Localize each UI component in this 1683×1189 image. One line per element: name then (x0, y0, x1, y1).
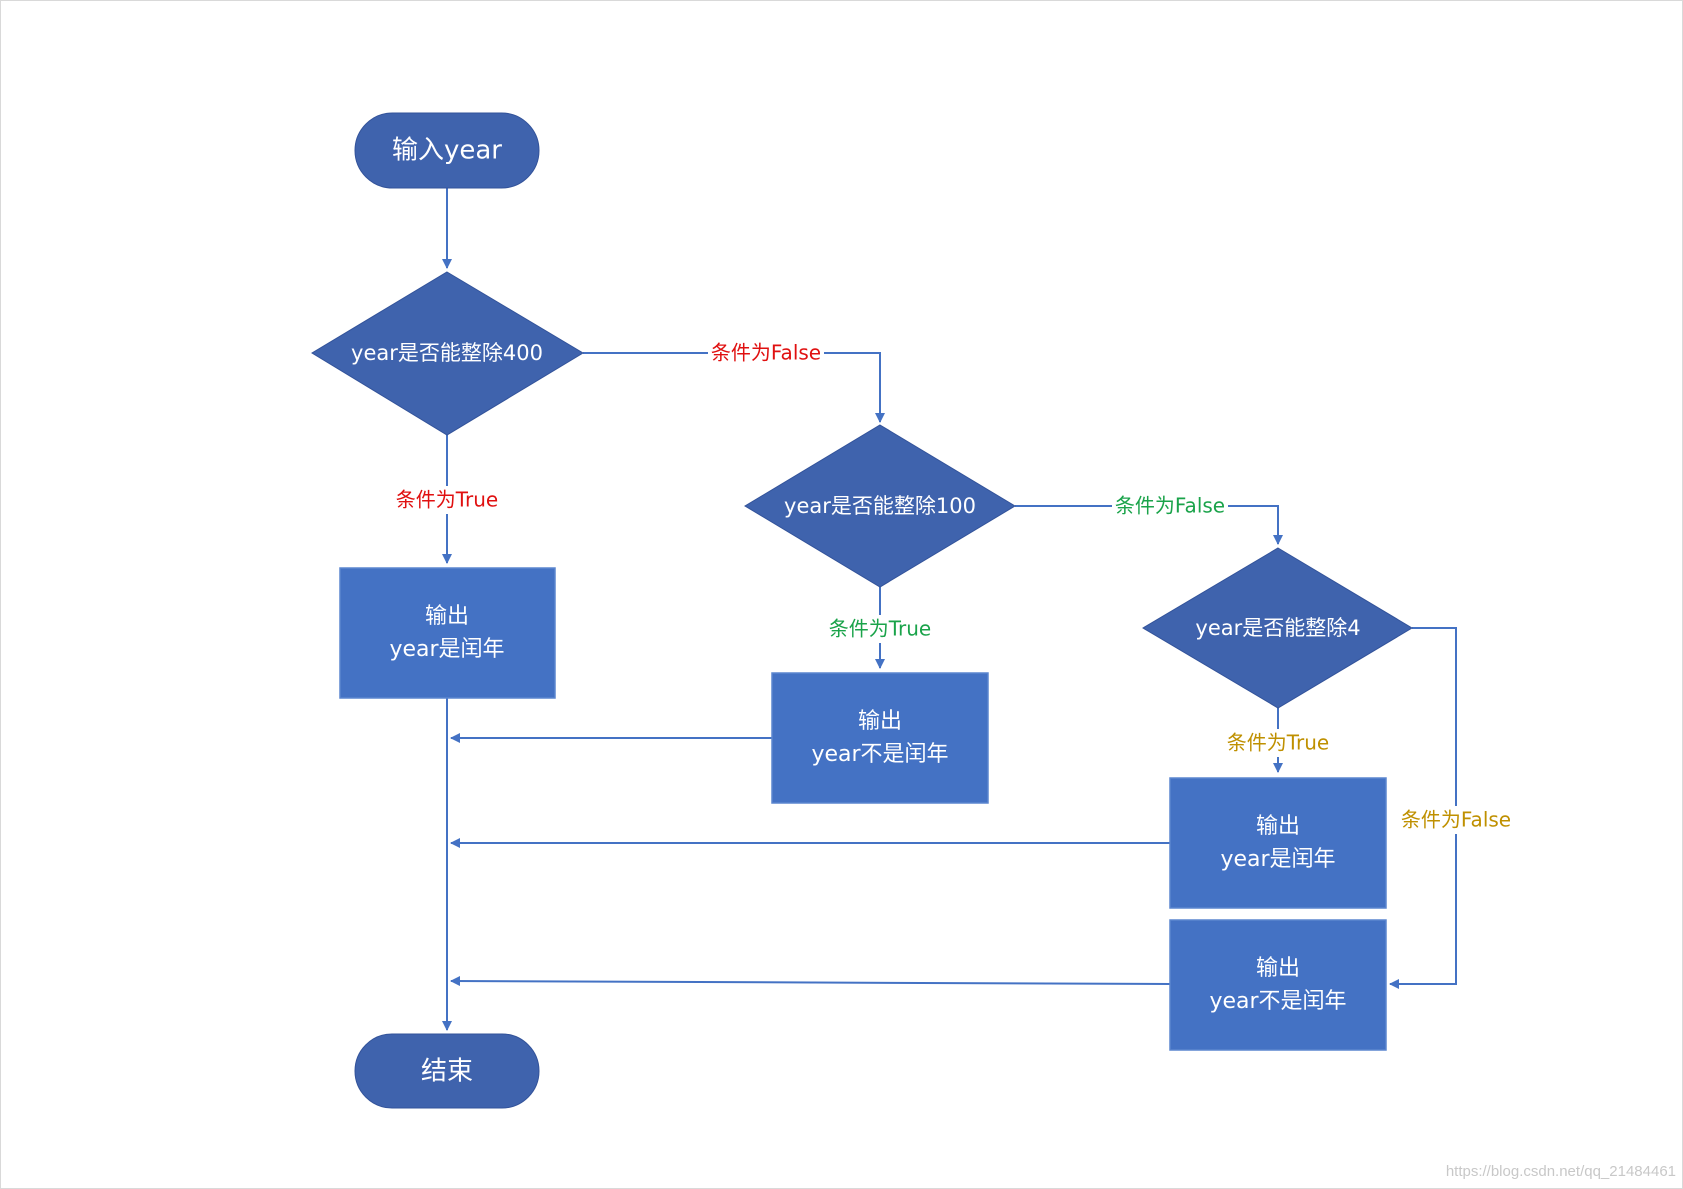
decision-divisible-100: year是否能整除100 (744, 424, 1016, 588)
decision-400-label: year是否能整除400 (351, 341, 543, 365)
end-label: 结束 (421, 1057, 473, 1087)
output-not-leap-2-line1: 输出 (1256, 956, 1300, 981)
output-not-leap-1-line1: 输出 (858, 709, 902, 734)
decision-100-label: year是否能整除100 (784, 494, 976, 518)
process-output-not-leap-1: 输出 year不是闰年 (771, 672, 989, 804)
label-check400-false: 条件为False (711, 341, 821, 365)
edge-labels: 条件为False 条件为True 条件为False 条件为True 条件为Tru… (392, 339, 1514, 834)
start-label: 输入year (392, 136, 502, 166)
decision-divisible-4: year是否能整除4 (1142, 547, 1413, 709)
label-check100-true: 条件为True (829, 617, 931, 641)
label-check4-false: 条件为False (1401, 808, 1511, 832)
process-output-not-leap-2: 输出 year不是闰年 (1169, 919, 1387, 1051)
edge-check100-false (1015, 505, 1283, 545)
decision-divisible-400: year是否能整除400 (311, 271, 584, 436)
watermark-url: https://blog.csdn.net/qq_21484461 (1446, 1163, 1676, 1180)
edge-not-leap-2-to-trunk (450, 976, 1171, 987)
label-check100-false: 条件为False (1115, 494, 1225, 518)
edge-check400-false (583, 352, 885, 423)
process-output-leap-2: 输出 year是闰年 (1169, 777, 1387, 909)
output-not-leap-1-line2: year不是闰年 (811, 742, 948, 767)
end-terminator: 结束 (354, 1033, 540, 1109)
decision-4-label: year是否能整除4 (1195, 616, 1360, 640)
output-leap-2-line2: year是闰年 (1220, 847, 1335, 872)
output-leap-1-line1: 输出 (425, 604, 469, 629)
label-check400-true: 条件为True (396, 488, 498, 512)
output-leap-2-line1: 输出 (1256, 814, 1300, 839)
start-terminator: 输入year (354, 112, 540, 189)
label-check4-true: 条件为True (1227, 731, 1329, 755)
process-output-leap-1: 输出 year是闰年 (339, 567, 556, 699)
output-leap-1-line2: year是闰年 (389, 637, 504, 662)
output-not-leap-2-line2: year不是闰年 (1209, 989, 1346, 1014)
